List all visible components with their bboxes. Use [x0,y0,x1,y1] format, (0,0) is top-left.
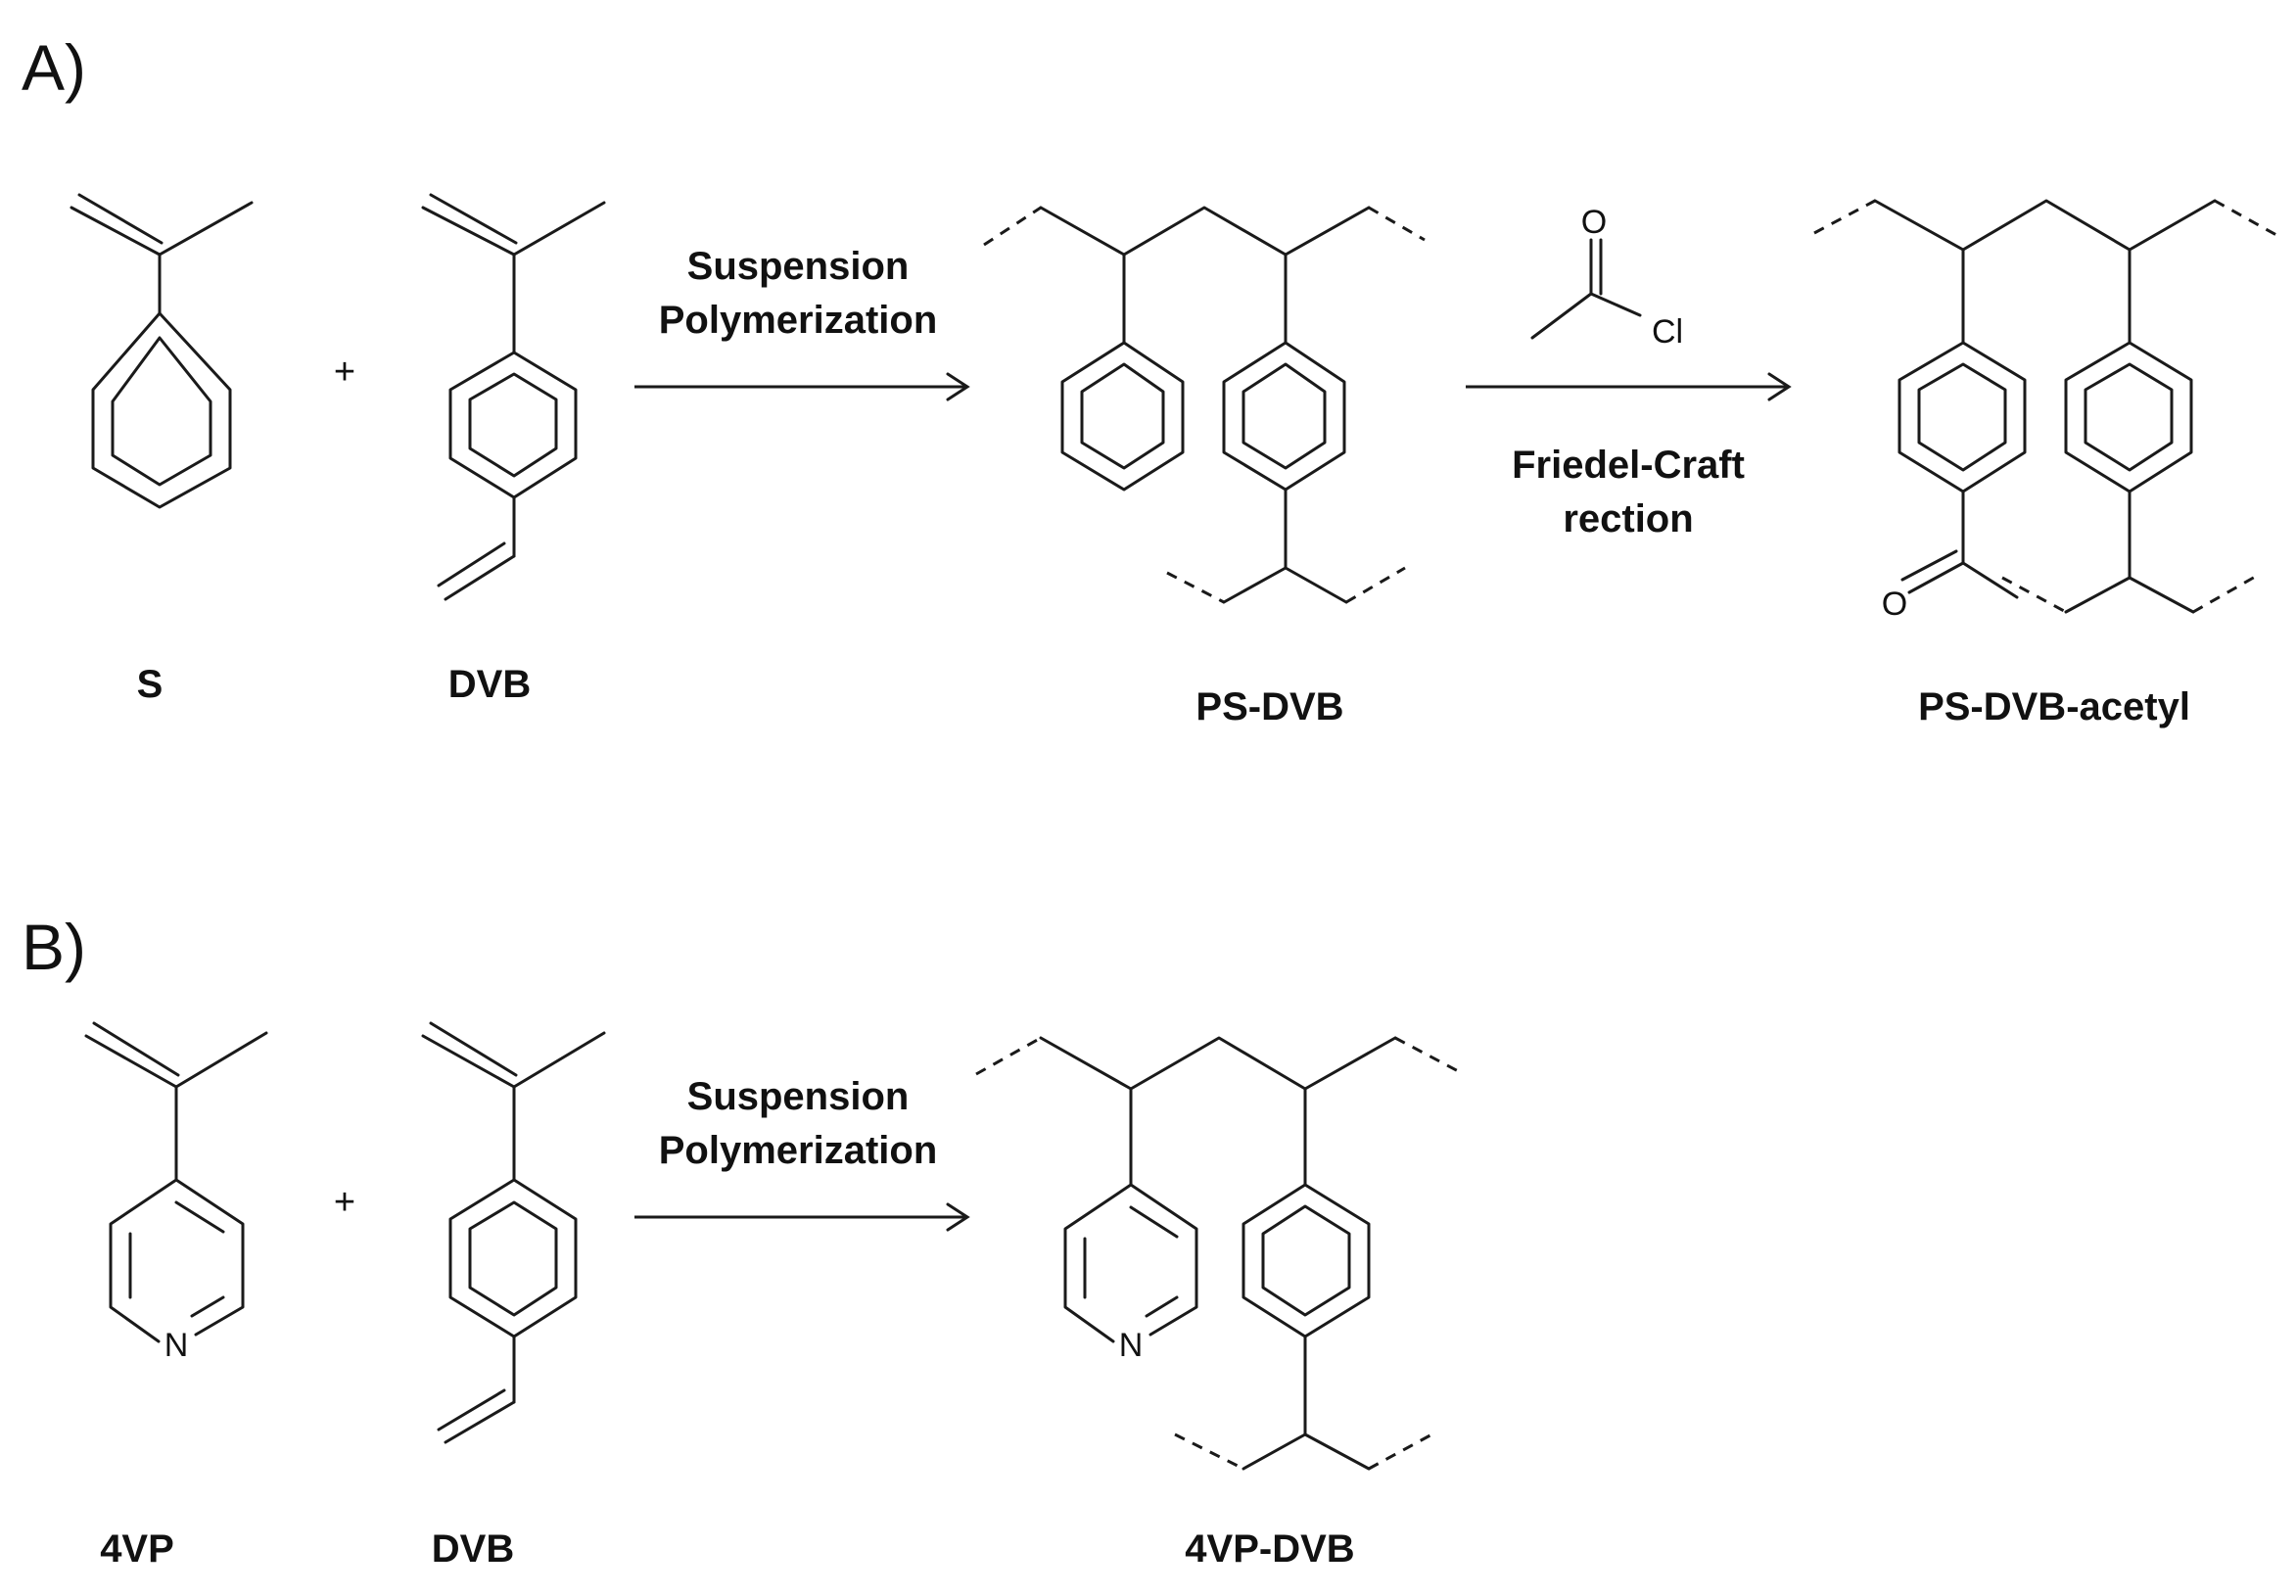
dvb-structure-b [421,1021,606,1444]
condition-a1-line2: Polymerization [659,299,938,342]
compound-label-ps-dvb: PS-DVB [1195,685,1343,728]
compound-label-dvb-b: DVB [432,1527,514,1571]
condition-a2-line2: rection [1563,497,1693,540]
compound-label-4vp: 4VP [100,1527,174,1571]
vinylpyridine-structure [84,1021,268,1343]
4vp-dvb-structure [975,1036,1465,1471]
acetyl-chloride-structure [1530,238,1642,340]
condition-b-line2: Polymerization [659,1129,938,1172]
reagent-chlorine-atom: Cl [1652,313,1683,351]
monomer-nitrogen-atom: N [164,1327,189,1364]
panel-a-label: A) [22,31,86,104]
condition-a2-line1: Friedel-Craft [1512,444,1745,487]
compound-label-ps-dvb-acetyl: PS-DVB-acetyl [1918,685,2190,728]
reaction-arrow-a2 [1466,372,1792,401]
reaction-arrow-a1 [634,372,970,401]
compound-label-dvb-a: DVB [448,663,531,706]
product-nitrogen-atom: N [1119,1327,1144,1364]
condition-a1-line1: Suspension [687,245,910,288]
ps-dvb-structure [983,206,1426,604]
reagent-oxygen-atom: O [1581,204,1607,241]
acetyl-oxygen-atom: O [1882,586,1907,623]
plus-sign-a: + [334,352,355,393]
panel-b-label: B) [22,911,86,983]
condition-b-line1: Suspension [687,1075,910,1118]
reaction-arrow-b [634,1202,970,1232]
ps-dvb-acetyl-structure [1813,199,2277,614]
compound-label-4vp-dvb: 4VP-DVB [1185,1527,1354,1571]
compound-label-s: S [137,663,164,706]
styrene-structure [70,193,254,509]
plus-sign-b: + [334,1182,355,1223]
dvb-structure-a [421,193,606,601]
